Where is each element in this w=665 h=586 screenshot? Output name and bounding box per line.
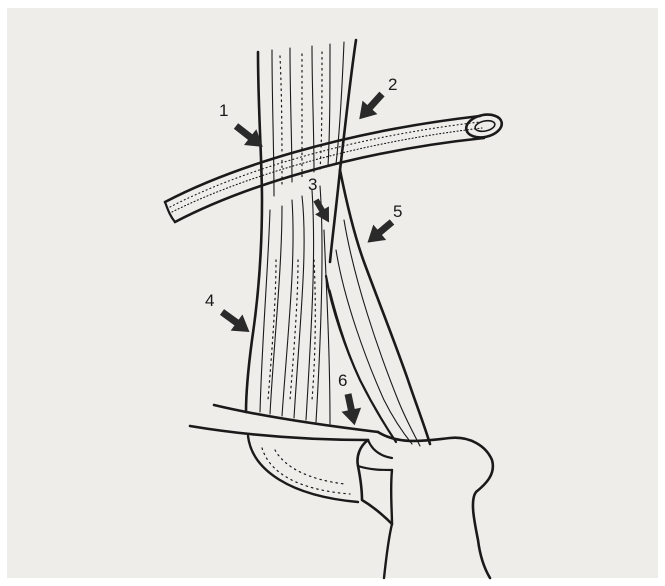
callout-label-2: 2 xyxy=(388,75,397,94)
callout-label-5: 5 xyxy=(393,202,402,221)
callout-label-1: 1 xyxy=(219,101,228,120)
callout-label-6: 6 xyxy=(338,371,347,390)
paper-background xyxy=(7,8,658,578)
callout-label-4: 4 xyxy=(205,291,214,310)
callout-label-3: 3 xyxy=(308,175,317,194)
